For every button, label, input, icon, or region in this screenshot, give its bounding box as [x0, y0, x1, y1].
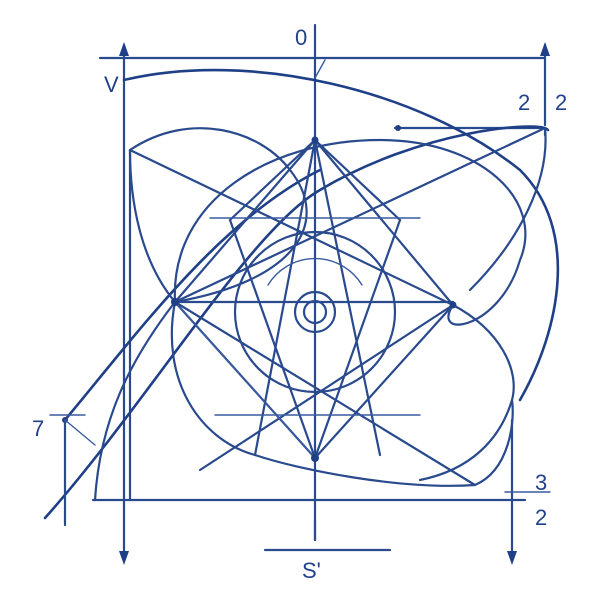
main-lens-upper	[173, 138, 527, 326]
diagonal-lower-left	[173, 300, 477, 487]
lower-left-arc	[93, 300, 177, 502]
label-bottom-right-b: 2	[535, 505, 547, 530]
upper-left-petal	[128, 127, 308, 304]
spoke-right	[313, 138, 382, 457]
outer-top-arc	[122, 68, 560, 402]
center-inner-ring	[302, 299, 328, 325]
right-lower-lobe	[418, 303, 515, 482]
label-top-center: 0	[295, 25, 307, 50]
right-inner-arc	[468, 126, 547, 292]
vertex-left-dot	[171, 298, 179, 306]
left-mark-slash	[64, 419, 96, 446]
main-lens-lower	[170, 300, 514, 487]
left-top-arrow	[119, 42, 129, 56]
center-outer-ring	[293, 290, 337, 334]
spoke-right-up	[313, 218, 402, 460]
label-left-mark: 7	[32, 416, 44, 441]
inner-arc	[267, 257, 363, 286]
vertex-right-dot	[449, 301, 457, 309]
left-bottom-arrow	[119, 551, 129, 565]
lower-left-edge	[174, 301, 316, 459]
top-center-tick	[314, 59, 326, 79]
diagonal-upper-right	[173, 126, 547, 304]
top-edge-dot	[395, 125, 401, 131]
right-top-arrow	[540, 42, 550, 56]
right-bottom-arrow	[507, 551, 517, 565]
vertex-top-dot	[311, 136, 319, 144]
diagonal-upper-left	[128, 148, 455, 307]
spoke-left-up	[228, 218, 317, 460]
star-ray-2	[313, 138, 402, 222]
sweeping-diagonal-curve	[43, 125, 550, 520]
label-top-right-b: 2	[555, 90, 567, 115]
left-arc-curve	[63, 168, 322, 422]
star-ray-1	[228, 138, 317, 222]
middle-circle	[233, 230, 397, 394]
label-bottom-right-a: 3	[535, 470, 547, 495]
label-top-left: V	[104, 72, 119, 97]
label-top-right-a: 2	[518, 90, 530, 115]
vertex-bottom-dot	[311, 454, 319, 462]
label-bottom-center: S'	[302, 558, 321, 583]
diagonal-lower-right	[198, 303, 455, 472]
